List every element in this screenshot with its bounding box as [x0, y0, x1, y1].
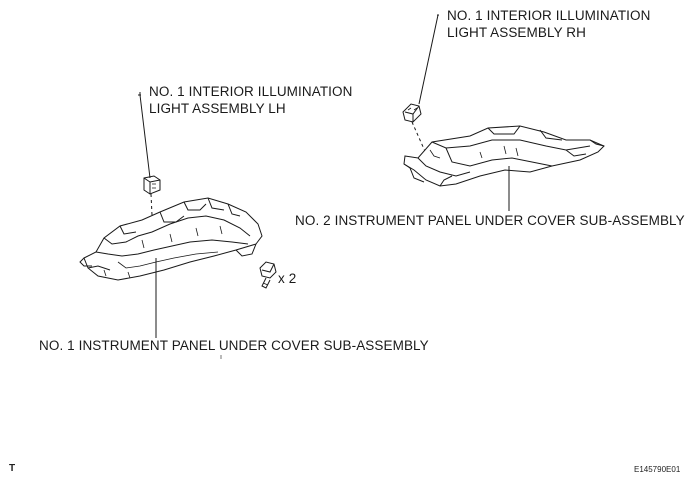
rh-light-assembly: [402, 103, 422, 123]
figure-code: E145790E01: [634, 465, 681, 474]
rh-light-label-line1: NO. 1 INTERIOR ILLUMINATION: [447, 8, 651, 23]
lh-light-label-line1: NO. 1 INTERIOR ILLUMINATION: [149, 84, 353, 99]
no2-under-cover: [403, 125, 605, 187]
no2-cover-label: NO. 2 INSTRUMENT PANEL UNDER COVER SUB-A…: [295, 213, 685, 228]
bolt-quantity-label: x 2: [278, 271, 297, 286]
no1-under-cover: [79, 197, 263, 281]
lh-install-path: [150, 193, 154, 237]
lh-light-assembly: [143, 175, 161, 195]
rh-light-leader: [418, 14, 439, 105]
corner-mark: T: [9, 463, 16, 474]
lh-light-label-line2: LIGHT ASSEMBLY LH: [149, 101, 286, 116]
bolt-fastener: [259, 261, 277, 289]
lh-light-leader: [138, 92, 151, 179]
rh-light-label-line2: LIGHT ASSEMBLY RH: [447, 25, 587, 40]
no1-cover-label: NO. 1 INSTRUMENT PANEL UNDER COVER SUB-A…: [39, 338, 429, 353]
